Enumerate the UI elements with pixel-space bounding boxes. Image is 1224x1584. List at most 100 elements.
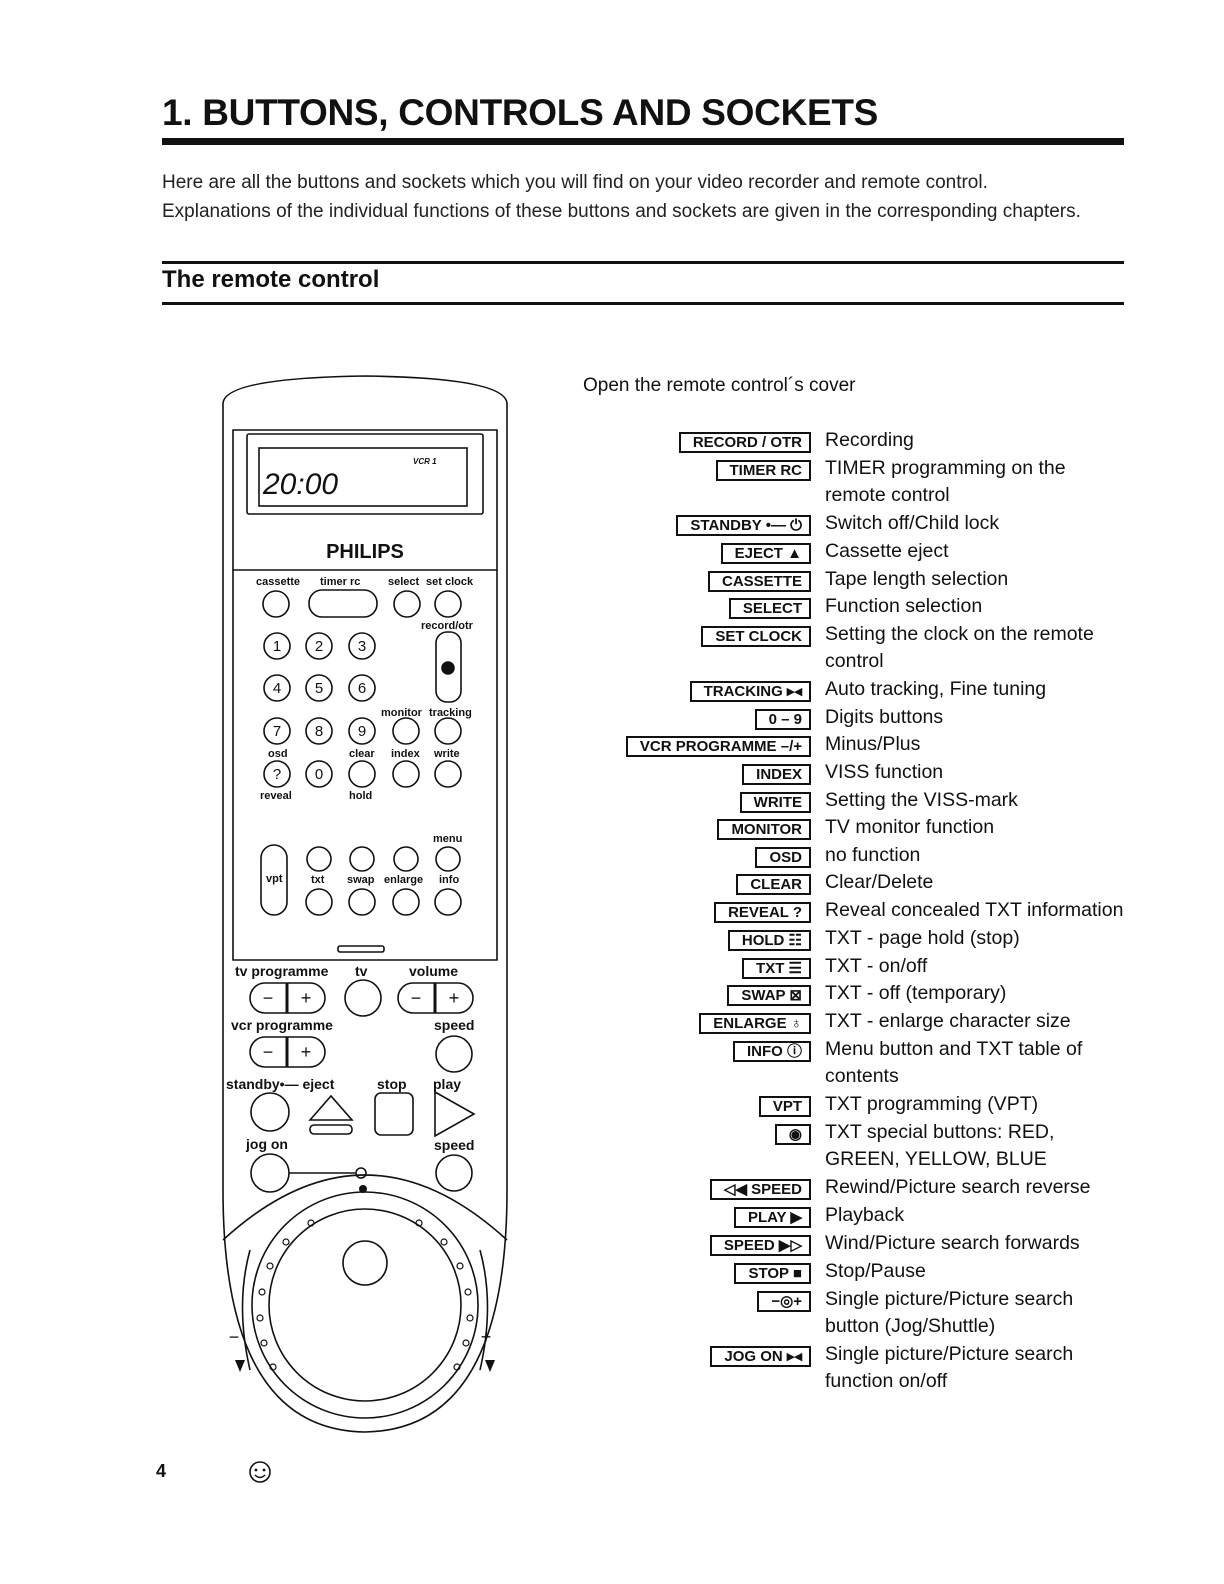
legend-key: ◉	[774, 1124, 811, 1145]
label-reveal: reveal	[260, 790, 292, 802]
label-swap: swap	[347, 874, 375, 886]
legend-description: Menu button and TXT table of contents	[825, 1038, 1083, 1087]
legend-description: TXT - page hold (stop)	[825, 927, 1020, 949]
legend-description: Digits buttons	[825, 706, 944, 728]
label-stop: stop	[377, 1076, 407, 1092]
label-speed-fwd: speed	[434, 1017, 474, 1033]
legend-description: Single picture/Picture search button (Jo…	[825, 1288, 1074, 1337]
legend-description: TXT - off (temporary)	[825, 982, 1007, 1004]
tv-programme-minus: −	[263, 988, 274, 1008]
remote-keypad-panel	[232, 570, 498, 961]
intro-line-1: Here are all the buttons and sockets whi…	[162, 172, 988, 193]
digit-5: 5	[315, 680, 323, 697]
legend-description: Wind/Picture search forwards	[825, 1232, 1080, 1254]
digit-reveal: ?	[273, 766, 281, 783]
digit-4: 4	[273, 680, 281, 697]
label-set-clock: set clock	[426, 576, 474, 588]
legend-description: TXT programming (VPT)	[825, 1093, 1039, 1115]
digit-2: 2	[315, 638, 323, 655]
legend-key: CLEAR	[736, 874, 811, 895]
lcd-tag: VCR 1	[413, 457, 437, 466]
legend-key: VCR PROGRAMME –/+	[625, 736, 811, 757]
legend-description: Clear/Delete	[825, 871, 934, 893]
legend-key: PLAY ▶	[733, 1207, 811, 1228]
legend-key: −◎+	[757, 1291, 811, 1312]
legend-description: Single picture/Picture search function o…	[825, 1343, 1074, 1392]
legend-description: Switch off/Child lock	[825, 512, 1000, 534]
section-rule-bottom	[162, 302, 1124, 305]
label-info: info	[439, 874, 459, 886]
legend-key: HOLD ☷	[727, 930, 811, 951]
digit-6: 6	[358, 680, 366, 697]
legend-description: Recording	[825, 429, 914, 451]
vcr-programme-minus: −	[263, 1042, 274, 1062]
label-select: select	[388, 576, 420, 588]
digit-7: 7	[273, 723, 281, 740]
remote-lcd	[246, 433, 484, 515]
legend-key: INDEX	[742, 764, 811, 785]
legend-key: SELECT	[728, 598, 811, 619]
label-record-otr: record/otr	[421, 620, 474, 632]
legend-description: Auto tracking, Fine tuning	[825, 678, 1047, 700]
legend-description: Setting the VISS-mark	[825, 789, 1018, 811]
label-menu: menu	[433, 833, 462, 845]
vcr-programme-plus: +	[301, 1042, 312, 1062]
digit-9: 9	[358, 723, 366, 740]
lcd-time: 20:00	[262, 468, 338, 501]
title-rule	[162, 138, 1124, 145]
label-txt: txt	[311, 874, 325, 886]
legend-key: VPT	[758, 1096, 811, 1117]
shuttle-minus: −	[229, 1327, 240, 1347]
tv-programme-plus: +	[301, 988, 312, 1008]
legend-key: MONITOR	[717, 819, 811, 840]
label-timer-rc: timer rc	[320, 576, 360, 588]
label-tv: tv	[355, 963, 368, 979]
legend-key: REVEAL ?	[714, 902, 811, 923]
legend-key: JOG ON ▸◂	[710, 1346, 811, 1367]
legend-key: CASSETTE	[707, 571, 811, 592]
legend-description: no function	[825, 844, 921, 866]
label-standby-eject: standby•— eject	[226, 1076, 335, 1092]
brand-logo: PHILIPS	[326, 541, 404, 563]
legend-key: TXT ☰	[742, 958, 811, 979]
legend-key: 0 – 9	[754, 709, 811, 730]
label-vpt: vpt	[266, 873, 283, 885]
legend-key: OSD	[755, 847, 811, 868]
volume-plus: +	[449, 988, 460, 1008]
legend-description: Tape length selection	[825, 568, 1009, 590]
legend-key: TRACKING ▸◂	[689, 681, 811, 702]
label-monitor: monitor	[381, 707, 423, 719]
label-hold: hold	[349, 790, 372, 802]
legend-description: TXT - on/off	[825, 955, 928, 977]
label-speed-rev: speed	[434, 1137, 474, 1153]
legend-key: WRITE	[739, 792, 811, 813]
legend-description: Stop/Pause	[825, 1260, 926, 1282]
legend-description: Playback	[825, 1204, 905, 1226]
legend-description: TV monitor function	[825, 816, 995, 838]
volume-minus: −	[411, 988, 422, 1008]
label-osd: osd	[268, 748, 288, 760]
remote-control-illustration: 20:00 VCR 1 PHILIPS cassette timer rc se…	[222, 375, 508, 1433]
legend-key: SET CLOCK	[701, 626, 811, 647]
label-clear: clear	[349, 748, 375, 760]
jog-dial	[342, 1240, 388, 1286]
cover-note: Open the remote control´s cover	[583, 375, 856, 396]
smiley-icon	[249, 1461, 271, 1483]
legend-key: STANDBY •— ⏻	[676, 515, 811, 536]
digit-0: 0	[315, 766, 323, 783]
label-vcr-programme: vcr programme	[231, 1017, 333, 1033]
intro-line-2: Explanations of the individual functions…	[162, 201, 1081, 222]
label-jog-on: jog on	[245, 1136, 288, 1152]
legend-key: ◁◀ SPEED	[709, 1179, 811, 1200]
legend-key: INFO ⓘ	[733, 1041, 811, 1062]
legend-description: Minus/Plus	[825, 733, 921, 755]
legend-key: SWAP ⊠	[727, 985, 811, 1006]
section-rule-top	[162, 261, 1124, 264]
legend-description: Function selection	[825, 595, 983, 617]
legend-key: TIMER RC	[715, 460, 811, 481]
shuttle-inner	[268, 1208, 462, 1402]
shuttle-ring	[251, 1191, 479, 1419]
label-write: write	[433, 748, 460, 760]
remote-body-outline	[222, 375, 508, 1433]
legend-description: Rewind/Picture search reverse	[825, 1176, 1091, 1198]
